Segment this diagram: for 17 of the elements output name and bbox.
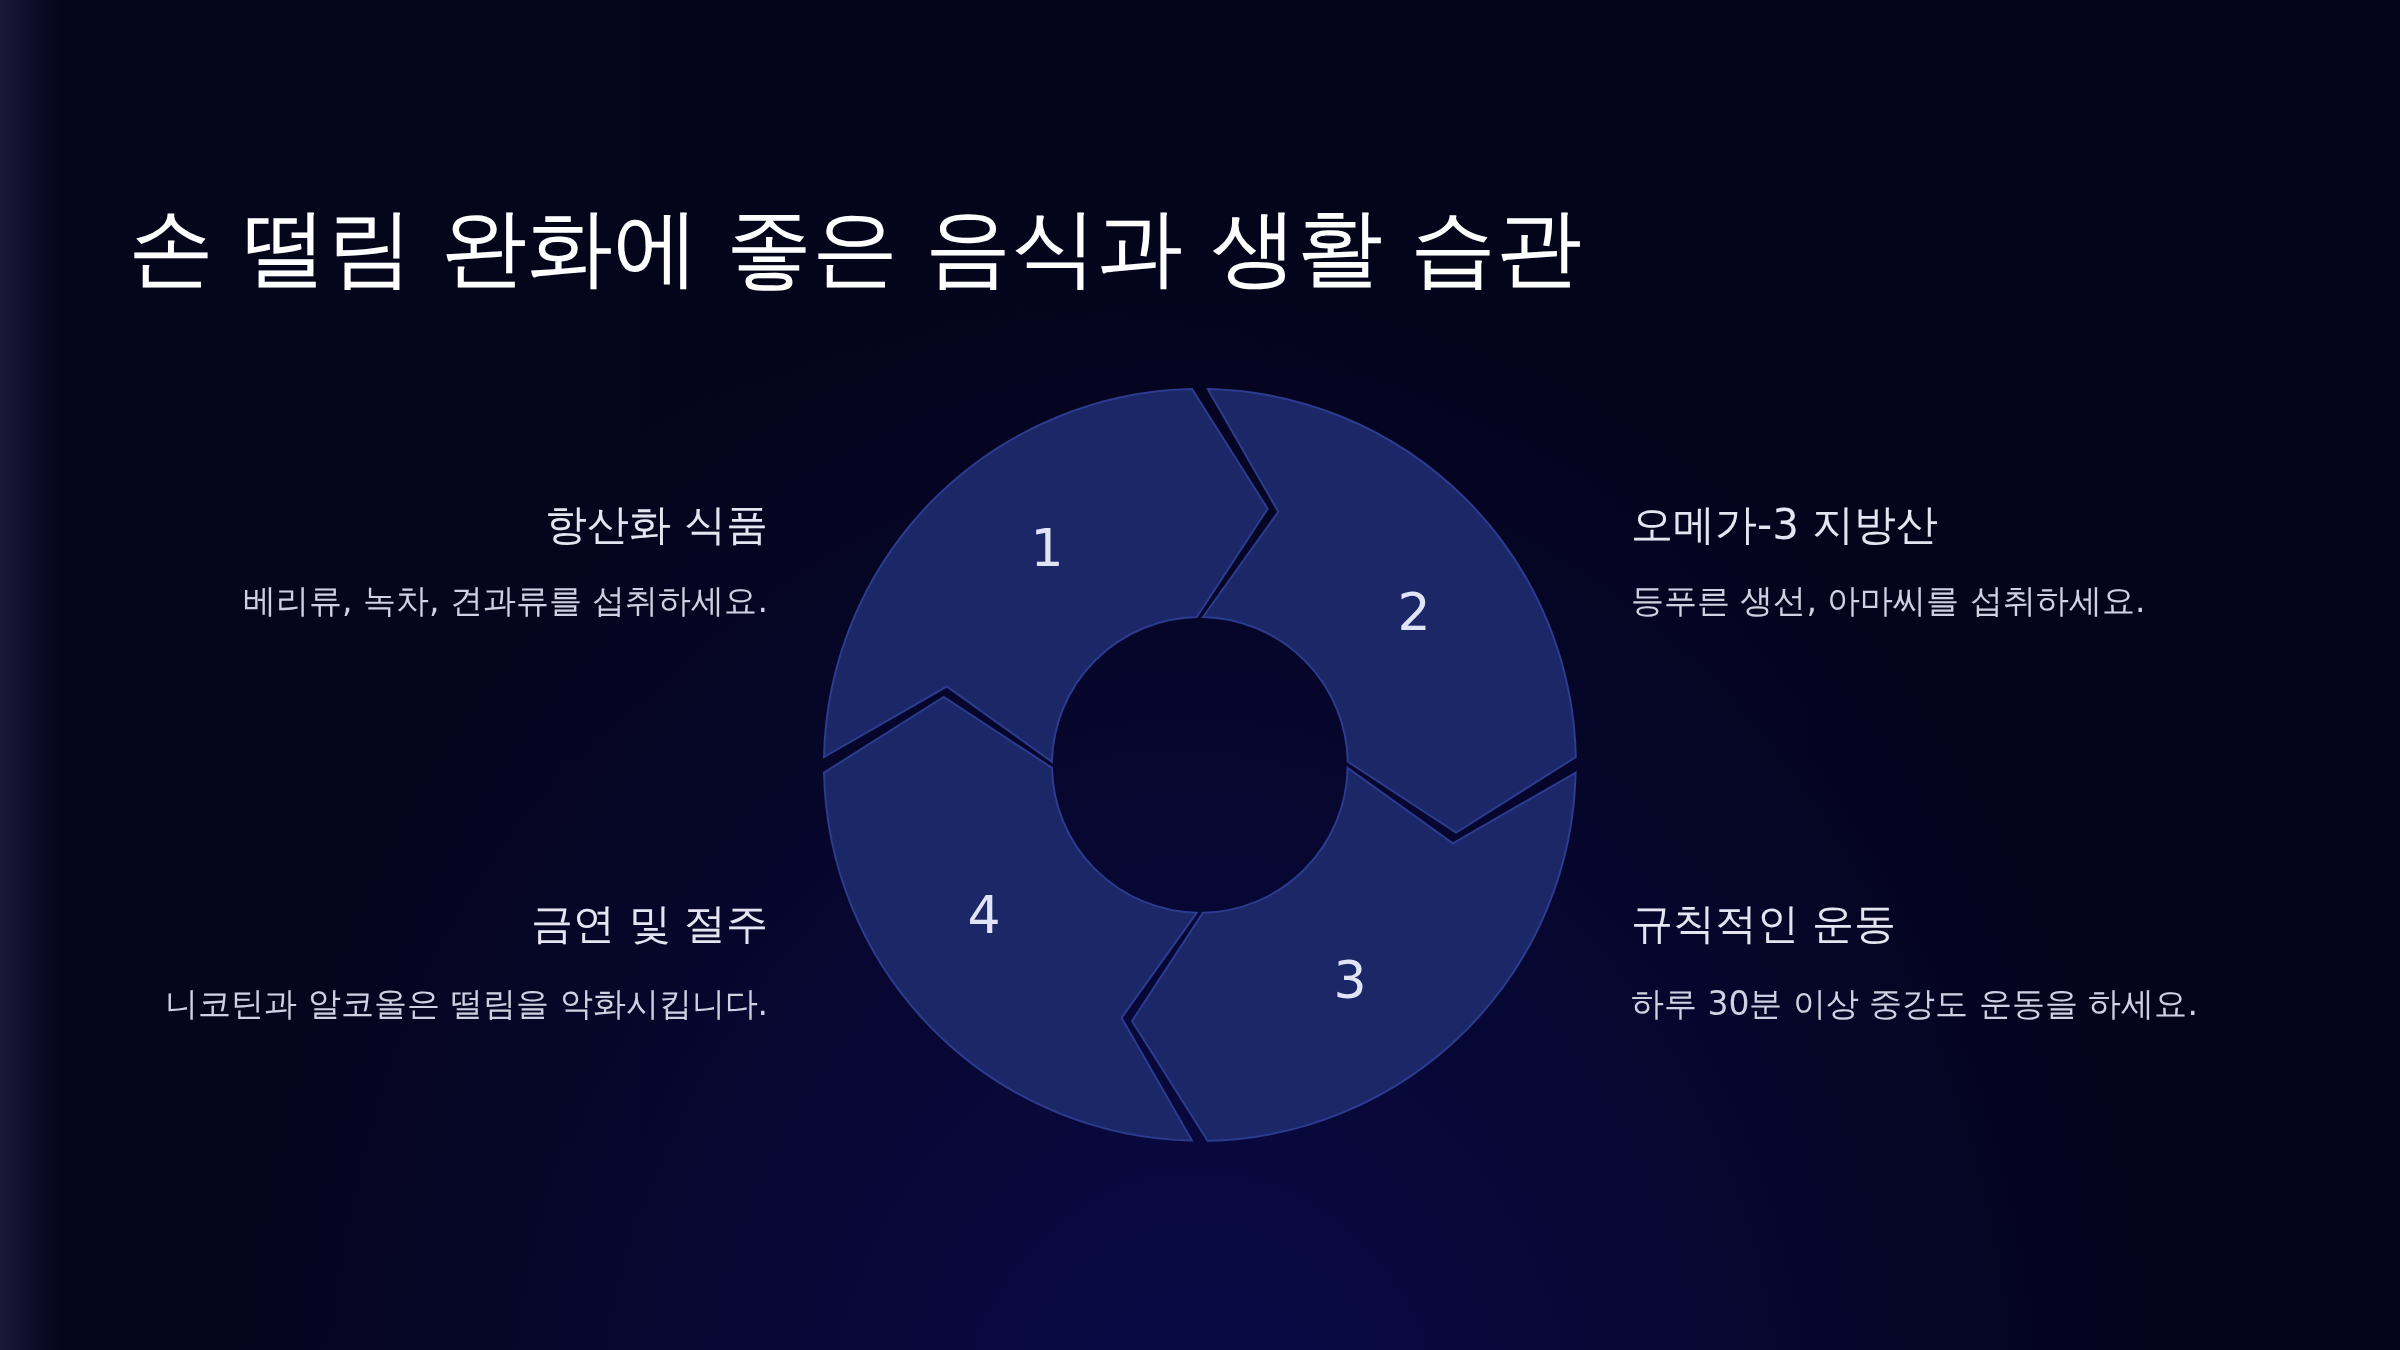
step-description: 베리류, 녹차, 견과류를 섭취하세요.	[243, 581, 768, 621]
step-description: 하루 30분 이상 중강도 운동을 하세요.	[1631, 984, 2198, 1024]
step-heading: 오메가-3 지방산	[1631, 499, 1939, 551]
step-heading: 규칙적인 운동	[1631, 898, 1897, 950]
step-heading: 항산화 식품	[544, 499, 768, 551]
cycle-segment	[824, 389, 1268, 762]
title: 손 떨림 완화에 좋은 음식과 생활 습관	[128, 200, 1583, 295]
step-description: 니코틴과 알코올은 떨림을 악화시킵니다.	[165, 984, 768, 1024]
step-heading: 금연 및 절주	[531, 898, 768, 950]
step-number: 1	[1030, 522, 1064, 574]
step-description: 등푸른 생선, 아마씨를 섭취하세요.	[1631, 581, 2146, 621]
cycle-segment	[1203, 389, 1576, 833]
step-number: 3	[1333, 954, 1367, 1006]
step-number: 4	[967, 889, 1001, 941]
step-number: 2	[1397, 586, 1431, 638]
cycle-segment	[1132, 768, 1576, 1141]
cycle-segment	[824, 697, 1197, 1141]
